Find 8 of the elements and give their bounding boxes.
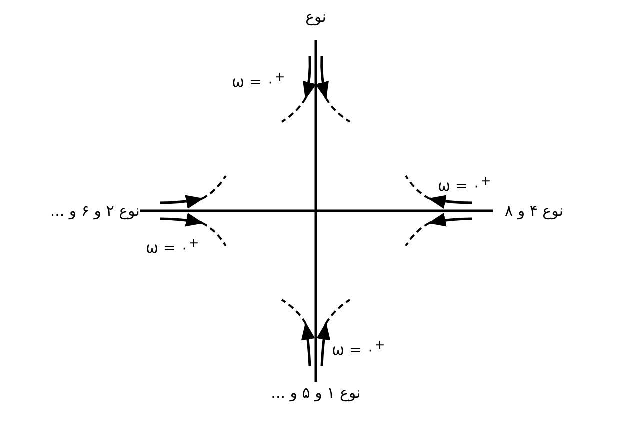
frequency-label: ω = ۰$^{+}$	[146, 234, 200, 257]
axis-label: نوع ۱ و ۵ و ...	[270, 384, 362, 402]
axis-label: نوع	[304, 8, 328, 26]
frequency-label: ω = ۰$^{+}$	[438, 172, 492, 195]
axis-label: نوع ۴ و ۸	[505, 202, 564, 220]
frequency-label: ω = ۰$^{+}$	[332, 336, 386, 359]
frequency-label: ω = ۰$^{+}$	[232, 68, 286, 91]
axis-label: نوع ۲ و ۶ و ...	[49, 202, 140, 220]
